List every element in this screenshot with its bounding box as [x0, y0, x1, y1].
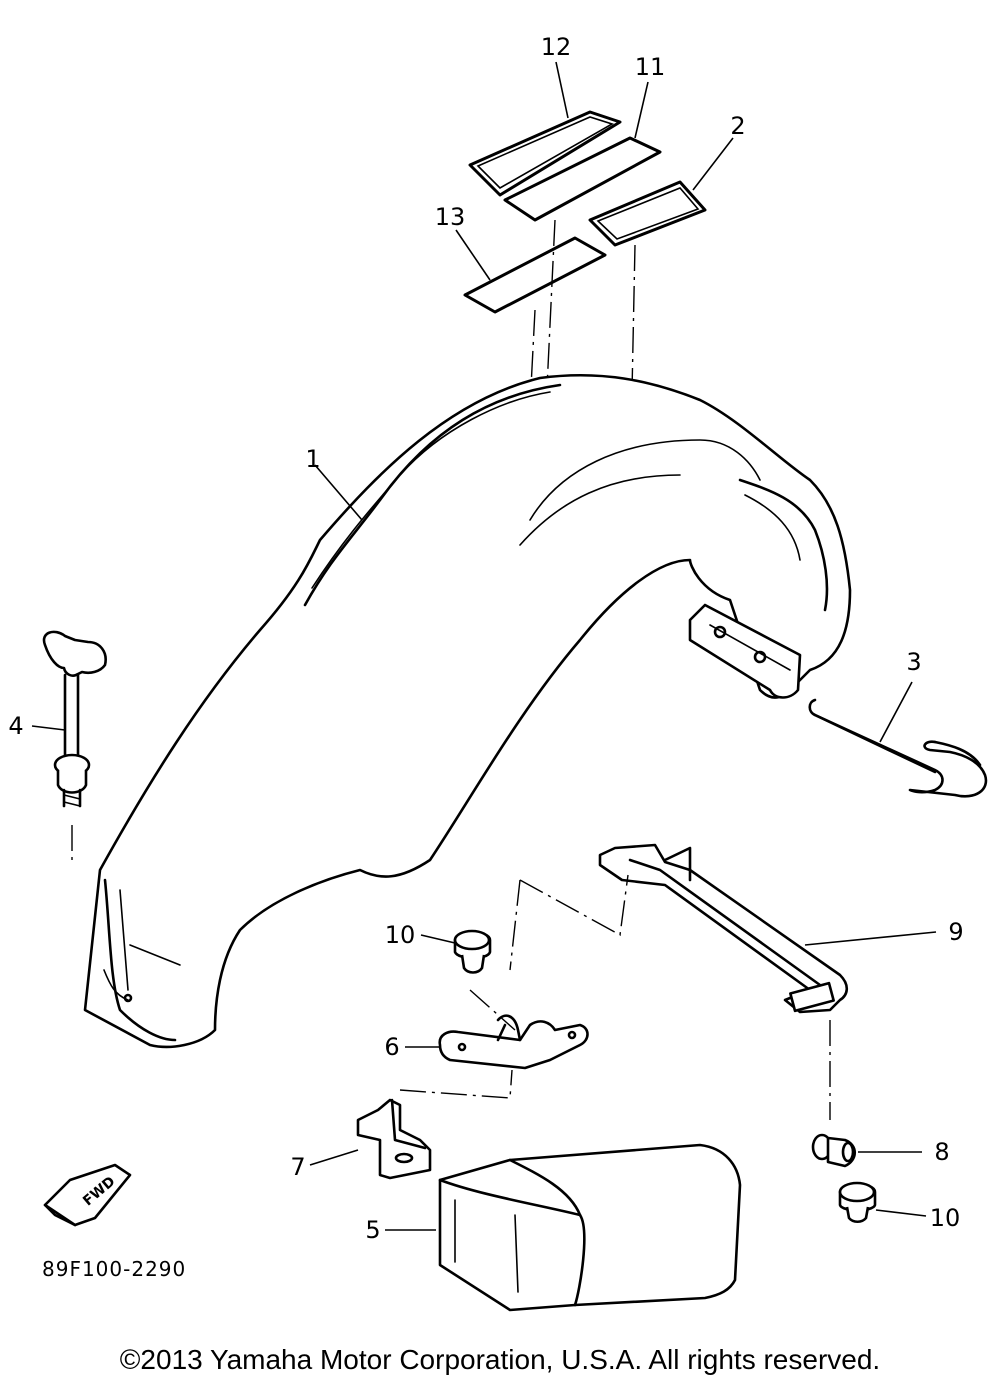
pin-part-3[interactable]: [808, 698, 988, 798]
decal-13[interactable]: [463, 236, 607, 314]
copyright-notice: ©2013 Yamaha Motor Corporation, U.S.A. A…: [119, 1344, 881, 1375]
callout-10-upper: 10: [385, 921, 416, 949]
callout-6: 6: [384, 1033, 399, 1061]
callout-10-lower: 10: [930, 1204, 961, 1232]
decal-12[interactable]: [468, 110, 622, 197]
bracket-plate-part-6[interactable]: [438, 1014, 589, 1070]
callout-8: 8: [934, 1138, 949, 1166]
callout-3: 3: [906, 648, 921, 676]
callout-9: 9: [948, 918, 963, 946]
tool-box-part-5[interactable]: [438, 1143, 742, 1312]
decal-2[interactable]: [588, 180, 707, 247]
callout-11: 11: [635, 53, 666, 81]
strap-part-9[interactable]: [598, 843, 849, 1014]
grommet-part-8[interactable]: [811, 1133, 857, 1168]
wing-bolt-part-4[interactable]: [42, 630, 107, 808]
callout-2: 2: [730, 112, 745, 140]
fwd-direction-arrow: FWD: [43, 1163, 132, 1227]
drawing-code: 89F100-2290: [42, 1257, 186, 1281]
decal-11[interactable]: [503, 136, 662, 222]
nut-part-10-lower[interactable]: [838, 1181, 877, 1224]
callout-7: 7: [290, 1153, 305, 1181]
callout-12: 12: [541, 33, 572, 61]
nut-part-10-upper[interactable]: [453, 929, 492, 974]
callout-1: 1: [305, 445, 320, 473]
callout-13: 13: [435, 203, 466, 231]
callout-5: 5: [365, 1216, 380, 1244]
callout-4: 4: [8, 712, 23, 740]
chain-case-part-1[interactable]: [83, 373, 852, 1049]
l-bracket-part-7[interactable]: [356, 1098, 432, 1180]
